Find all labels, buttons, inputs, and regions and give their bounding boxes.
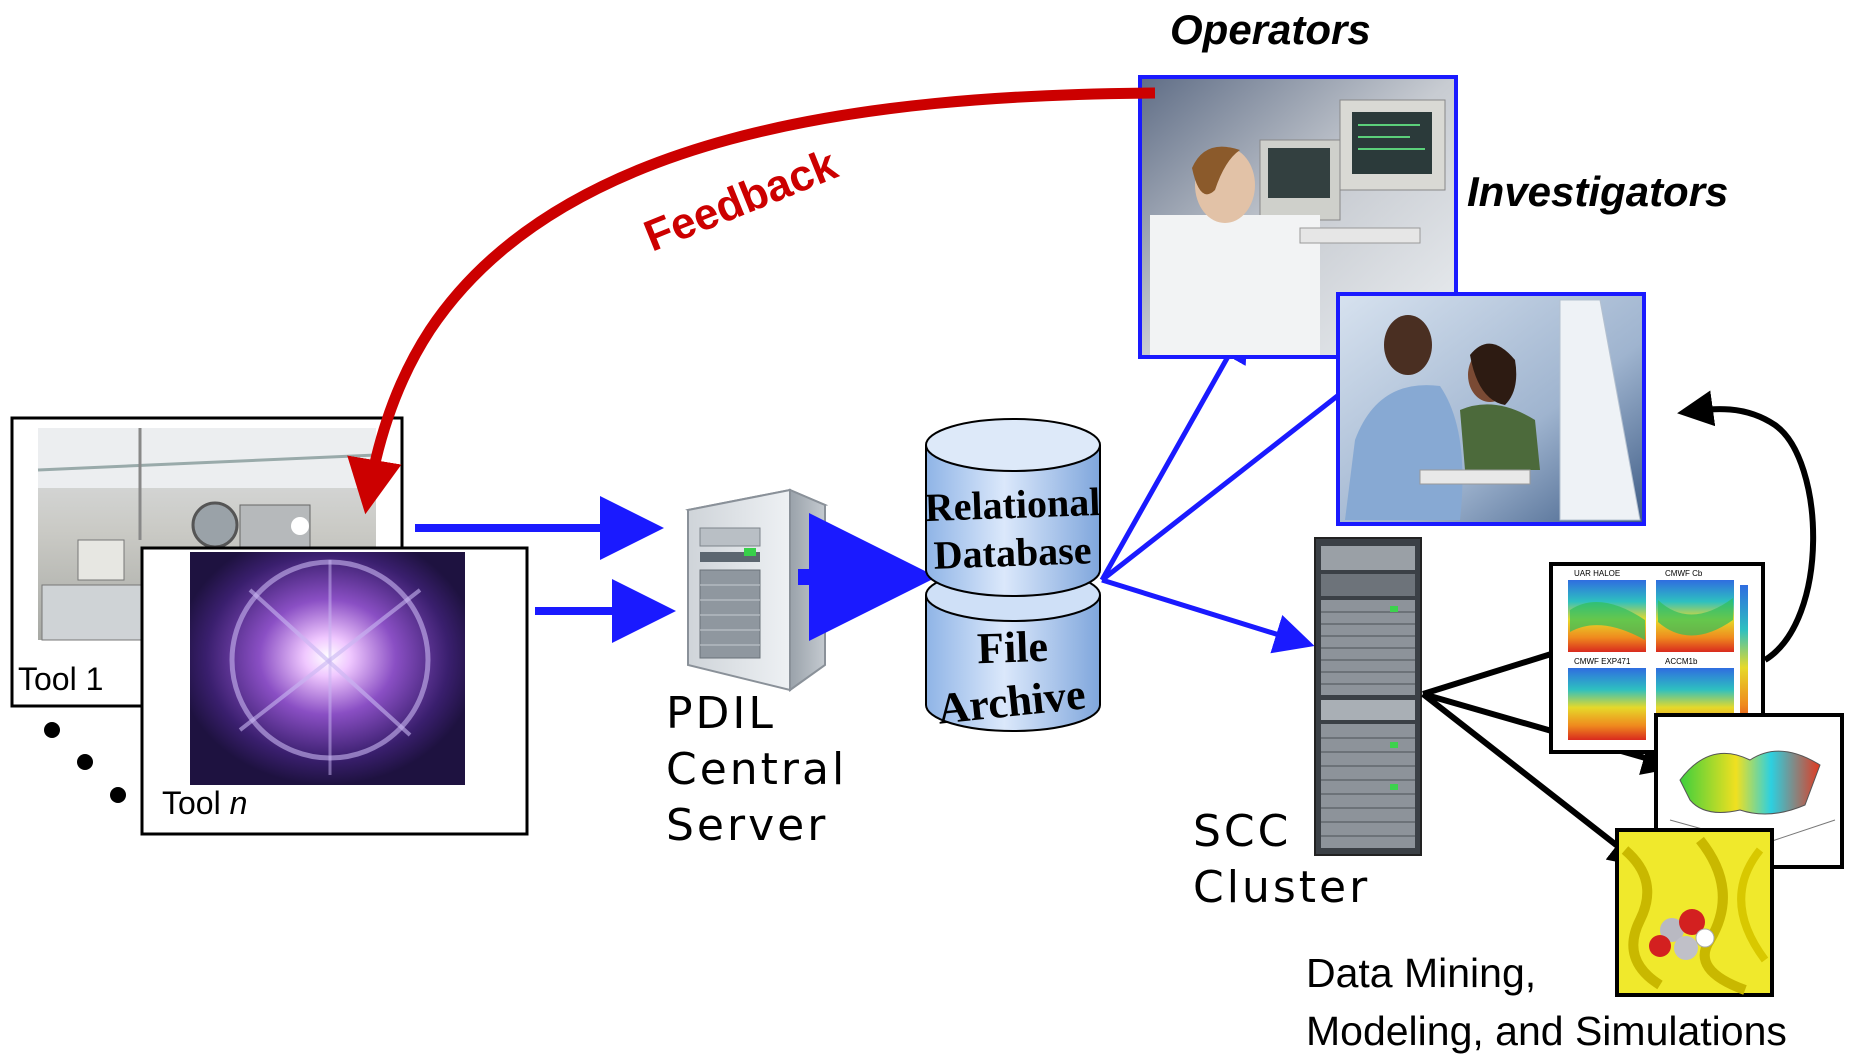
tower-server-icon [685, 488, 829, 692]
more-tools-ellipsis [44, 722, 126, 803]
svg-text:UAR HALOE: UAR HALOE [1574, 569, 1620, 578]
server-label: PDIL Central Server [666, 688, 847, 851]
svg-text:CMWF Cb: CMWF Cb [1665, 569, 1703, 578]
svg-text:CMWF EXP471: CMWF EXP471 [1574, 657, 1631, 666]
operators-label: Operators [1170, 6, 1371, 53]
svg-text:Server: Server [666, 800, 828, 851]
investigators-photo [1336, 292, 1646, 526]
data-mining-label: Data Mining, Modeling, and Simulations [1306, 950, 1787, 1054]
svg-text:ACCM1b: ACCM1b [1665, 657, 1698, 666]
svg-text:File: File [976, 622, 1049, 673]
investigators-label: Investigators [1467, 168, 1729, 215]
svg-text:Cluster: Cluster [1193, 862, 1370, 913]
molecule-thumbnail [1615, 828, 1774, 997]
arrow-results-to-investigators [1677, 390, 1817, 663]
rack-cluster-icon [1314, 537, 1422, 856]
arrow-db-to-operators [1099, 321, 1248, 582]
database-label: Relational Database [924, 479, 1101, 578]
svg-text:Database: Database [933, 527, 1092, 577]
tool-n-label: Tool n [162, 785, 247, 821]
svg-text:SCC: SCC [1193, 806, 1291, 857]
cylinder-database-icon [925, 418, 1101, 732]
operators-photo [1138, 75, 1458, 359]
svg-text:Central: Central [666, 744, 847, 795]
arrow-cluster-to-molecule [1421, 691, 1646, 868]
feedback-arrow [347, 87, 1156, 515]
cluster-label: SCC Cluster [1193, 806, 1370, 913]
tool-1-label: Tool 1 [18, 661, 103, 697]
tool-n-frame [140, 546, 529, 836]
svg-text:Relational: Relational [924, 479, 1101, 530]
plasma-photo [190, 552, 465, 785]
svg-text:PDIL: PDIL [666, 688, 776, 739]
arrow-db-to-cluster [1101, 577, 1315, 654]
